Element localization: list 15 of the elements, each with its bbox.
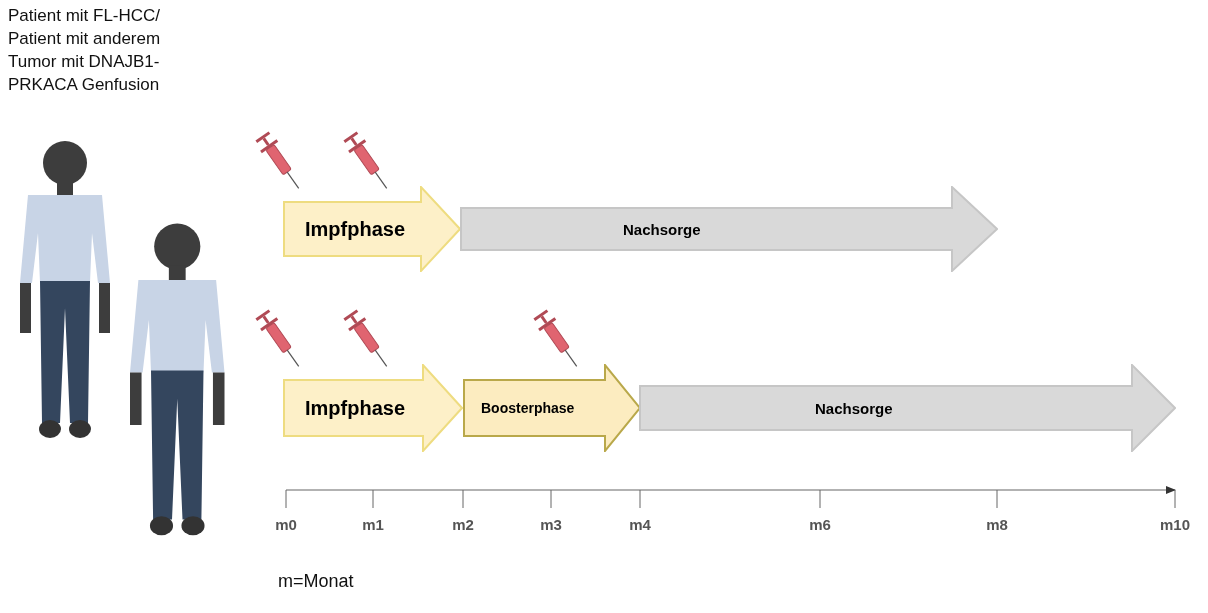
phase-label: Impfphase xyxy=(305,217,406,241)
phase-label: Nachsorge xyxy=(815,399,893,417)
tick-label: m10 xyxy=(1160,516,1190,533)
tick-label: m6 xyxy=(809,516,831,533)
axis-note: m=Monat xyxy=(278,571,354,592)
tick-label: m0 xyxy=(275,516,297,533)
tick-label: m2 xyxy=(452,516,474,533)
tick-label: m4 xyxy=(629,516,651,533)
phase-label: Boosterphase xyxy=(481,400,575,416)
tick-label: m8 xyxy=(986,516,1008,533)
tick-label: m1 xyxy=(362,516,384,533)
phase-label: Impfphase xyxy=(305,396,406,420)
phase-label: Nachsorge xyxy=(623,220,701,238)
tick-label: m3 xyxy=(540,516,562,533)
patient-caption: Patient mit FL-HCC/ Patient mit anderem Tumor mit DNAJB1-PRKACA Genfusion xyxy=(8,5,162,96)
